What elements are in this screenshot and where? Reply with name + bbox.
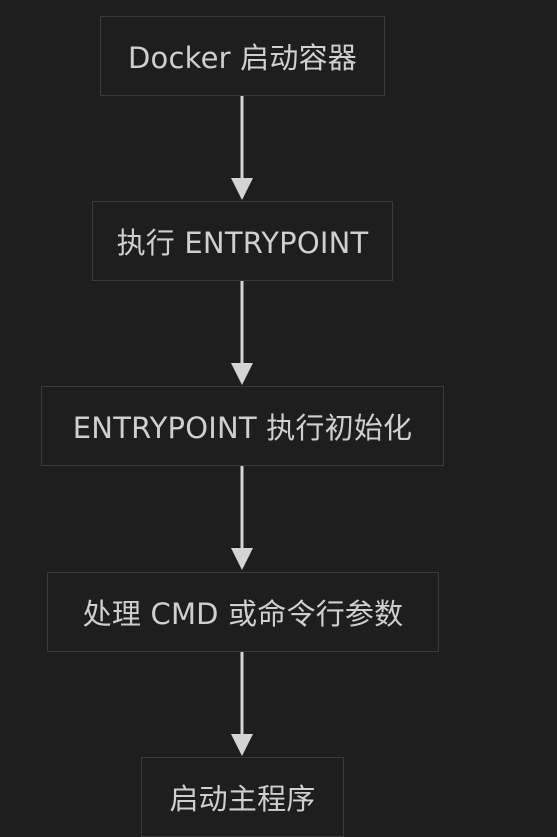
node-label: 启动主程序 [169, 782, 316, 816]
edge-n1-n2 [231, 96, 253, 200]
node-docker-start-container: Docker 启动容器 [100, 16, 385, 96]
node-label: 执行 ENTRYPOINT [116, 226, 369, 260]
node-handle-cmd-args: 处理 CMD 或命令行参数 [47, 572, 439, 652]
node-execute-entrypoint: 执行 ENTRYPOINT [92, 201, 393, 281]
arrowhead-icon [231, 178, 253, 200]
node-start-main-program: 启动主程序 [141, 757, 344, 837]
edge-n2-n3 [231, 281, 253, 385]
node-label: 处理 CMD 或命令行参数 [82, 597, 404, 631]
arrowhead-icon [231, 548, 253, 570]
node-label: ENTRYPOINT 执行初始化 [72, 411, 413, 445]
node-entrypoint-initialize: ENTRYPOINT 执行初始化 [41, 386, 444, 466]
arrowhead-icon [231, 734, 253, 756]
node-label: Docker 启动容器 [128, 41, 357, 75]
edge-n3-n4 [231, 466, 253, 570]
arrowhead-icon [231, 363, 253, 385]
edge-n4-n5 [231, 652, 253, 756]
